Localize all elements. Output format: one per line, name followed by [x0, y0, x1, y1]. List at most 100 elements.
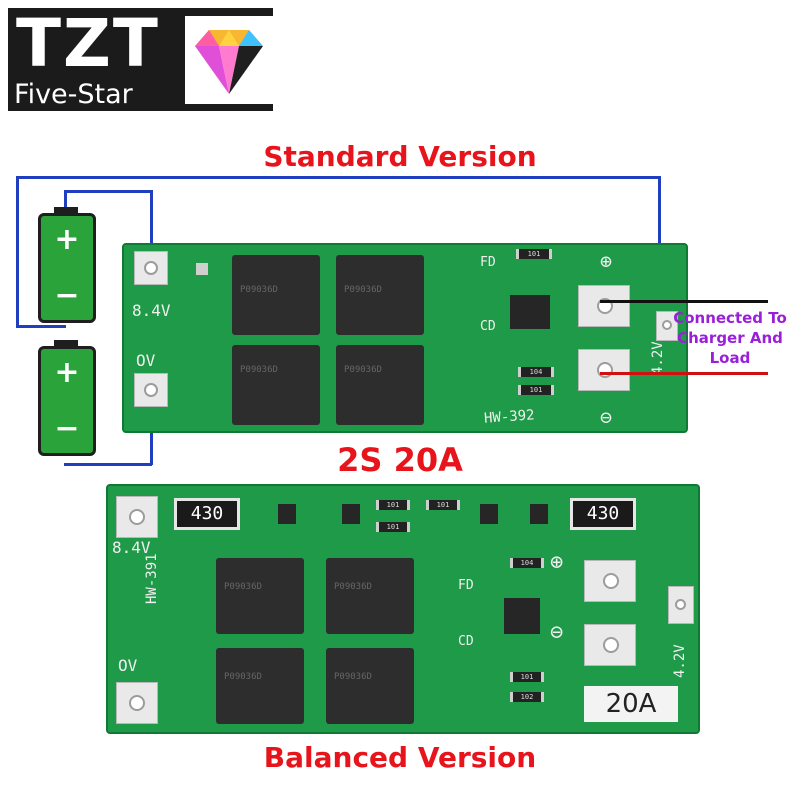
heading-model: 2S 20A — [337, 441, 463, 479]
wire-inner-drop — [64, 190, 67, 210]
wire-load-black — [600, 300, 768, 303]
pad-b-minus — [578, 349, 630, 391]
mosfet-mark: P09036D — [344, 285, 382, 295]
pad-42v-balanced — [668, 586, 694, 624]
mosfet-2: P09036D — [336, 255, 424, 335]
pad-hole — [129, 509, 145, 525]
smd-bal-5: 101 — [510, 672, 544, 682]
mosfet-4: P09036D — [336, 345, 424, 425]
pad-84v — [134, 251, 168, 285]
mosfet-1: P09036D — [232, 255, 320, 335]
smd-bal-4: 104 — [510, 558, 544, 568]
mosfet-tab — [196, 263, 208, 275]
note-line-1: Connected To — [673, 309, 787, 327]
mosfet-b1: P09036D — [216, 558, 304, 634]
minus-symbol-balanced: ⊖ — [550, 620, 564, 645]
wire-load-red — [600, 372, 768, 375]
label-cd: CD — [480, 319, 496, 334]
brand-logo: TZT Five-Star — [8, 8, 273, 111]
protection-ic — [510, 295, 550, 329]
mosfet-mark: P09036D — [240, 285, 278, 295]
mosfet-mark: P09036D — [240, 365, 278, 375]
mosfet-b2: P09036D — [326, 558, 414, 634]
battery-top-minus: − — [54, 278, 80, 313]
label-84v: 8.4V — [132, 301, 171, 320]
pad-84v-balanced — [116, 496, 158, 538]
mosfet-mark: P09036D — [334, 582, 372, 592]
note-line-3: Load — [709, 349, 751, 367]
minus-symbol: ⊖ — [600, 405, 613, 429]
label-0v-balanced: OV — [118, 656, 138, 675]
mosfet-3: P09036D — [232, 345, 320, 425]
smd-101-a: 101 — [516, 249, 552, 259]
label-0v: OV — [136, 351, 156, 370]
pad-0v — [134, 373, 168, 407]
heading-balanced-version: Balanced Version — [263, 741, 537, 774]
plus-symbol-balanced: ⊕ — [550, 550, 564, 575]
smd-101-b: 101 — [518, 385, 554, 395]
battery-bottom-cap — [54, 340, 78, 348]
heading-standard-version: Standard Version — [263, 140, 537, 173]
label-cd-balanced: CD — [458, 634, 474, 649]
mosfet-b3: P09036D — [216, 648, 304, 724]
smd-bal-1: 101 — [376, 500, 410, 510]
balance-chip-4 — [530, 504, 548, 524]
note-line-2: Charger And — [677, 329, 783, 347]
logo-text-block: TZT Five-Star — [8, 8, 183, 111]
label-fd: FD — [480, 255, 496, 270]
pad-0v-balanced — [116, 682, 158, 724]
protection-ic-balanced — [504, 598, 540, 634]
balanced-pcb: 8.4V 430 430 101 101 101 HW-391 P09036D … — [106, 484, 700, 734]
plus-symbol: ⊕ — [600, 249, 613, 273]
balance-chip-2 — [342, 504, 360, 524]
smd-104: 104 — [518, 367, 554, 377]
battery-top-cap — [54, 207, 78, 215]
logo-tagline: Five-Star — [14, 79, 133, 110]
balance-chip-1 — [278, 504, 296, 524]
pad-hole — [603, 637, 619, 653]
label-fd-balanced: FD — [458, 578, 474, 593]
wire-top-inner — [64, 190, 152, 193]
pad-hole — [144, 261, 158, 275]
pad-hole — [144, 383, 158, 397]
battery-top: + − — [38, 213, 96, 323]
balance-chip-3 — [480, 504, 498, 524]
connection-note: Connected To Charger And Load — [662, 308, 798, 368]
battery-bottom-minus: − — [54, 411, 80, 446]
resistor-right: 430 — [570, 498, 636, 530]
pad-hole — [597, 362, 613, 378]
pad-hole — [675, 599, 686, 610]
pad-hole — [662, 320, 672, 330]
mosfet-mark: P09036D — [344, 365, 382, 375]
wire-to-84v — [150, 190, 153, 265]
rating-label: 20A — [584, 686, 678, 722]
battery-top-plus: + — [54, 222, 80, 257]
wire-top-outer — [16, 176, 660, 179]
battery-bottom: + − — [38, 346, 96, 456]
mosfet-b4: P09036D — [326, 648, 414, 724]
pad-hole — [603, 573, 619, 589]
pad-b-minus-balanced — [584, 624, 636, 666]
mosfet-mark: P09036D — [334, 672, 372, 682]
model-code: HW-392 — [483, 407, 536, 427]
label-42v-balanced: 4.2V — [672, 644, 688, 678]
pad-b-plus — [578, 285, 630, 327]
smd-bal-3: 101 — [376, 522, 410, 532]
wire-left-outer — [16, 176, 19, 328]
standard-pcb: 8.4V OV P09036D P09036D P09036D P09036D … — [122, 243, 688, 433]
resistor-left: 430 — [174, 498, 240, 530]
model-code-balanced: HW-391 — [144, 553, 160, 604]
battery-bottom-plus: + — [54, 355, 80, 390]
logo-brand: TZT — [16, 5, 160, 82]
wire-left-bottom — [16, 325, 66, 328]
label-84v-balanced: 8.4V — [112, 538, 151, 557]
wire-bottom-inner — [64, 463, 152, 466]
pad-hole — [129, 695, 145, 711]
smd-bal-6: 102 — [510, 692, 544, 702]
smd-bal-2: 101 — [426, 500, 460, 510]
diamond-icon — [185, 16, 273, 104]
pad-42v — [656, 311, 678, 341]
mosfet-mark: P09036D — [224, 672, 262, 682]
mosfet-mark: P09036D — [224, 582, 262, 592]
pad-b-plus-balanced — [584, 560, 636, 602]
